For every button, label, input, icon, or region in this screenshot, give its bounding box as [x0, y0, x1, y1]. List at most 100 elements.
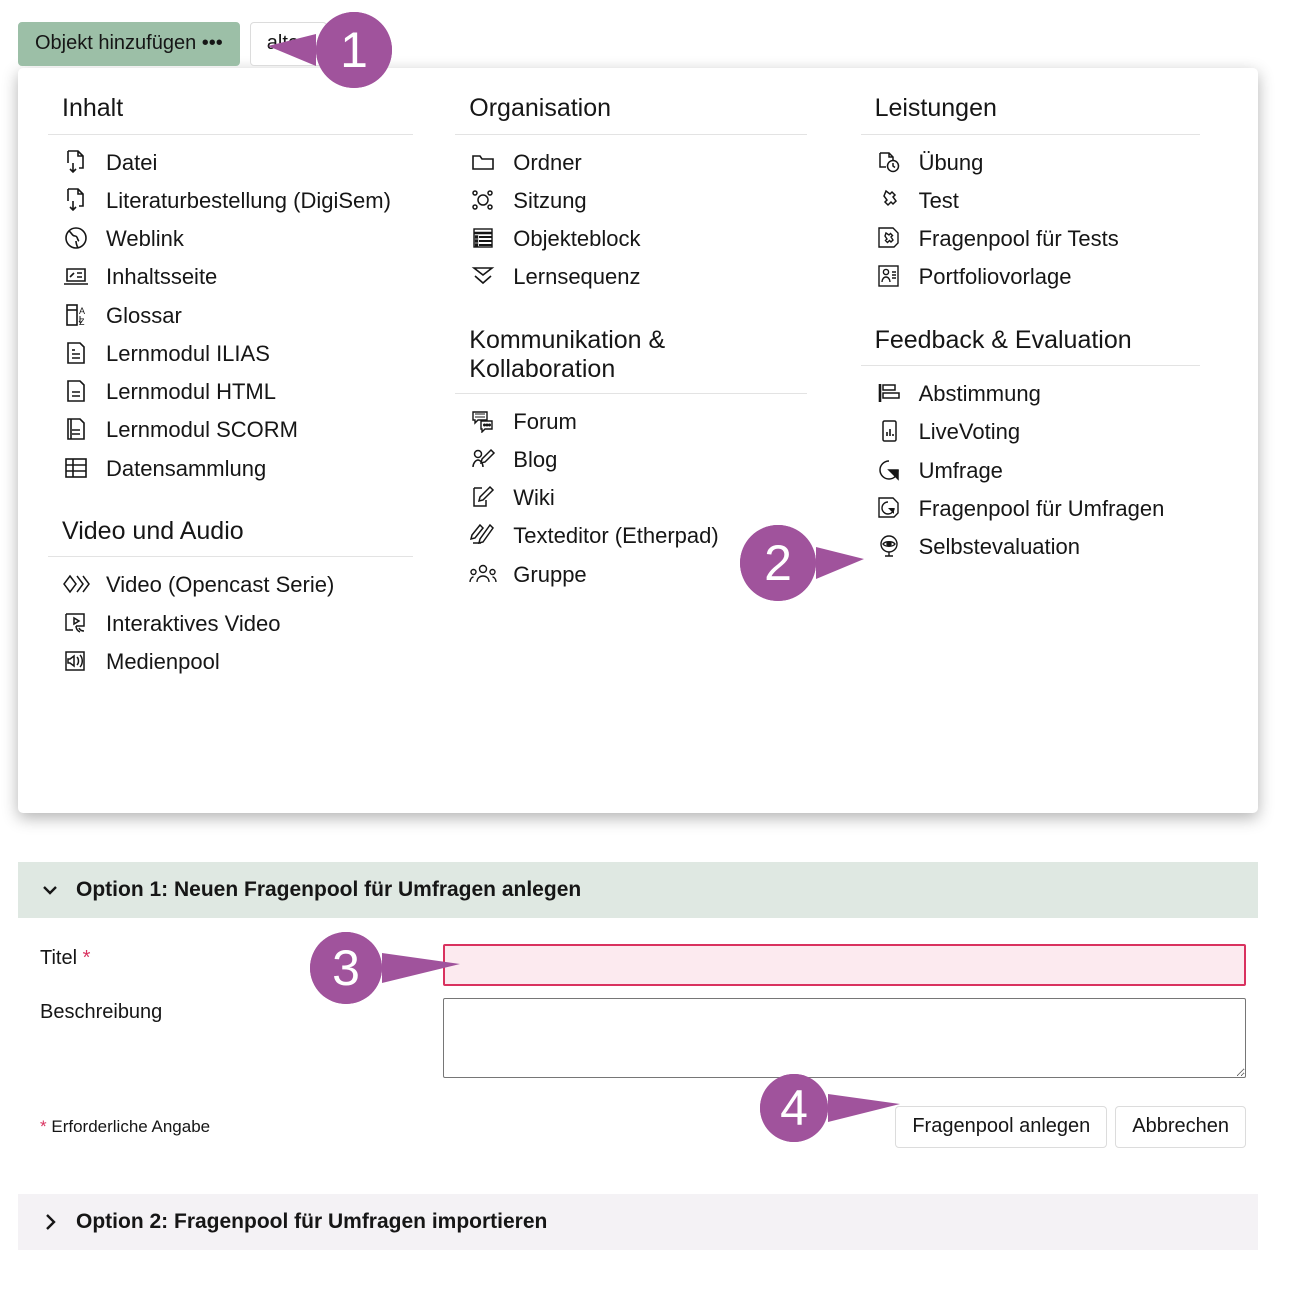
learning-module-icon [62, 414, 90, 444]
learning-module-icon [62, 376, 90, 406]
menu-item-datei[interactable]: Datei [48, 143, 413, 181]
menu-item-label: Datei [106, 149, 158, 175]
speaker-icon [62, 646, 90, 676]
menu-item-label: Blog [513, 446, 558, 472]
submit-create-pool-button[interactable]: Fragenpool anlegen [895, 1106, 1108, 1148]
menu-item-selbstevaluation[interactable]: Selbstevaluation [861, 527, 1200, 565]
content-page-icon [62, 261, 90, 291]
opencast-diamond-icon [62, 569, 90, 599]
menu-item-label: Lernmodul ILIAS [106, 340, 270, 366]
menu-item-fragenpool-fuer-tests[interactable]: Fragenpool für Tests [861, 219, 1200, 257]
cancel-button[interactable]: Abbrechen [1115, 1106, 1246, 1148]
table-grid-icon [62, 453, 90, 483]
menu-item-livevoting[interactable]: LiveVoting [861, 412, 1200, 450]
menu-item-glossar[interactable]: A Z Glossar [48, 296, 413, 334]
form-row-titel: Titel * [18, 944, 1258, 986]
titel-input[interactable] [443, 944, 1246, 986]
bar-poll-icon [875, 378, 903, 408]
create-pool-form-area: Option 1: Neuen Fragenpool für Umfragen … [18, 862, 1258, 1250]
menu-item-weblink[interactable]: Weblink [48, 219, 413, 257]
menu-item-abstimmung[interactable]: Abstimmung [861, 374, 1200, 412]
menu-item-label: LiveVoting [918, 419, 1021, 445]
exercise-clock-icon [875, 147, 903, 177]
column-leistungen: Leistungen Übung [835, 94, 1228, 680]
menu-item-test[interactable]: Test [861, 181, 1200, 219]
menu-item-datensammlung[interactable]: Datensammlung [48, 449, 413, 487]
menu-item-label: Medienpool [106, 648, 220, 674]
menu-item-fragenpool-fuer-umfragen[interactable]: Fragenpool für Umfragen [861, 489, 1200, 527]
menu-item-portfoliovorlage[interactable]: Portfoliovorlage [861, 257, 1200, 295]
dropdown-columns: Inhalt Datei [48, 94, 1228, 680]
add-object-button[interactable]: Objekt hinzufügen ••• [18, 22, 240, 66]
pie-pool-icon [875, 493, 903, 523]
menu-item-label: Lernmodul SCORM [106, 417, 298, 443]
menu-item-literaturbestellung[interactable]: Literaturbestellung (DigiSem) [48, 181, 413, 219]
menu-item-uebung[interactable]: Übung [861, 143, 1200, 181]
group-spacer [48, 487, 413, 517]
menu-item-forum[interactable]: Forum [455, 402, 806, 440]
menu-item-label: Fragenpool für Umfragen [918, 495, 1165, 521]
pie-survey-icon [875, 455, 903, 485]
beschreibung-field-wrap [443, 998, 1258, 1078]
menu-item-objekteblock[interactable]: Objekteblock [455, 219, 806, 257]
group-title-kommunikation-kollaboration: Kommunikation & Kollaboration [455, 326, 807, 394]
menu-item-label: Sitzung [513, 187, 587, 213]
menu-item-texteditor-etherpad[interactable]: Texteditor (Etherpad) [455, 516, 806, 554]
menu-item-label: Test [918, 187, 959, 213]
eye-scope-icon [875, 531, 903, 561]
menu-item-umfrage[interactable]: Umfrage [861, 451, 1200, 489]
globe-icon [62, 223, 90, 253]
manage-content-button[interactable]: alten [249, 22, 328, 66]
form-action-buttons: Fragenpool anlegen Abbrechen [895, 1106, 1246, 1148]
file-download-icon [62, 185, 90, 215]
menu-item-label: Portfoliovorlage [918, 264, 1072, 290]
menu-item-lernmodul-html[interactable]: Lernmodul HTML [48, 372, 413, 410]
menu-item-medienpool[interactable]: Medienpool [48, 642, 413, 680]
menu-item-label: Inhaltsseite [106, 264, 218, 290]
accordion-option-2-title: Option 2: Fragenpool für Umfragen import… [76, 1210, 548, 1233]
accordion-option-1-header[interactable]: Option 1: Neuen Fragenpool für Umfragen … [18, 862, 1258, 918]
column-inhalt: Inhalt Datei [48, 94, 441, 680]
menu-item-sitzung[interactable]: Sitzung [455, 181, 806, 219]
forum-bubbles-icon [469, 406, 497, 436]
menu-item-label: Gruppe [513, 561, 587, 587]
group-spacer [455, 296, 806, 326]
person-pencil-icon [469, 444, 497, 474]
titel-field-wrap [443, 944, 1258, 986]
group-items-organisation: Ordner Sitzung [455, 135, 806, 296]
group-title-inhalt: Inhalt [48, 94, 414, 135]
titel-required-mark: * [82, 947, 91, 969]
group-title-organisation: Organisation [455, 94, 807, 135]
chevron-down-icon [40, 880, 60, 900]
menu-item-interaktives-video[interactable]: Interaktives Video [48, 604, 413, 642]
group-title-feedback-evaluation: Feedback & Evaluation [860, 326, 1200, 366]
menu-item-ordner[interactable]: Ordner [455, 143, 806, 181]
puzzle-pool-icon [875, 223, 903, 253]
menu-item-wiki[interactable]: Wiki [455, 478, 806, 516]
menu-item-label: Ordner [513, 149, 582, 175]
menu-item-inhaltsseite[interactable]: Inhaltsseite [48, 257, 413, 295]
required-hint-text: Erforderliche Angabe [51, 1117, 211, 1136]
beschreibung-textarea[interactable] [443, 998, 1246, 1078]
interactive-video-icon [62, 608, 90, 638]
menu-item-blog[interactable]: Blog [455, 440, 806, 478]
menu-item-video-opencast-serie[interactable]: Video (Opencast Serie) [48, 565, 413, 603]
menu-item-lernsequenz[interactable]: Lernsequenz [455, 257, 806, 295]
folder-icon [469, 147, 497, 177]
beschreibung-label: Beschreibung [40, 1001, 163, 1023]
etherpad-pencil-icon [469, 520, 497, 550]
menu-item-lernmodul-ilias[interactable]: Lernmodul ILIAS [48, 334, 413, 372]
group-items-video-und-audio: Video (Opencast Serie) Interaktives Vide… [48, 557, 413, 680]
menu-item-gruppe[interactable]: Gruppe [455, 555, 806, 593]
titel-label: Titel * [18, 944, 443, 972]
menu-item-label: Literaturbestellung (DigiSem) [106, 187, 391, 213]
file-download-icon [62, 147, 90, 177]
glossary-az-icon: A Z [62, 300, 90, 330]
required-hint-mark: * [40, 1117, 47, 1136]
menu-item-lernmodul-scorm[interactable]: Lernmodul SCORM [48, 410, 413, 448]
accordion-option-2-header[interactable]: Option 2: Fragenpool für Umfragen import… [18, 1194, 1258, 1250]
form-row-beschreibung: Beschreibung [18, 998, 1258, 1078]
menu-item-label: Glossar [106, 302, 182, 328]
svg-text:A: A [79, 306, 85, 316]
menu-item-label: Objekteblock [513, 226, 641, 251]
